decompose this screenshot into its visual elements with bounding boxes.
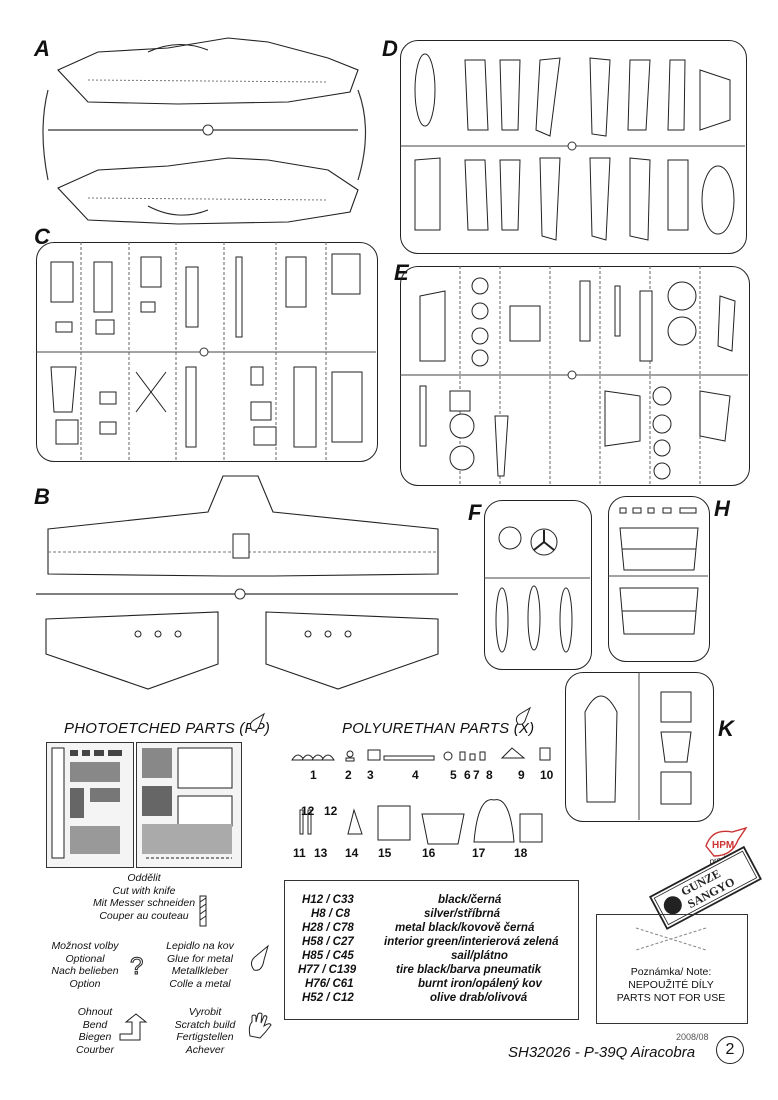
photoetch-fret-1-detail	[51, 747, 122, 859]
question-mark-icon: ?	[130, 953, 144, 981]
paint-code: H28 / C78	[302, 922, 354, 934]
symbol-glue-text: Lepidlo na kov Glue for metal Metallkleb…	[166, 940, 234, 990]
bend-arrow-icon	[119, 1013, 148, 1041]
paint-name: sail/plátno	[451, 950, 508, 962]
resin-part-number: 12	[324, 804, 338, 818]
resin-part-number: 13	[314, 846, 328, 860]
resin-part-number: 4	[412, 768, 419, 782]
not-for-use-cross	[635, 927, 707, 951]
resin-part-number: 10	[540, 768, 554, 782]
paint-name: olive drab/olivová	[430, 992, 528, 1004]
resin-part-number: 14	[345, 846, 359, 860]
paint-code: H76/ C61	[305, 978, 354, 990]
sprue-c-parts	[36, 242, 376, 460]
sprue-e	[400, 266, 750, 486]
sprue-f-parts	[484, 526, 590, 653]
resin-part-number: 16	[422, 846, 436, 860]
page-number: 2	[716, 1036, 744, 1064]
resin-part-number: 8	[486, 768, 493, 782]
paint-code: H8 / C8	[311, 908, 350, 920]
footer-title: SH32026 - P-39Q Airacobra	[508, 1044, 696, 1061]
paint-table	[284, 880, 579, 1020]
resin-part-number: 9	[518, 768, 525, 782]
paint-name: black/černá	[438, 894, 502, 906]
symbol-scratch-text: Vyrobit Scratch build Fertigstellen Ache…	[174, 1006, 236, 1056]
note-line2: PARTS NOT FOR USE	[616, 992, 726, 1004]
paint-name: burnt iron/opálený kov	[418, 978, 542, 990]
resin-part-number: 5	[450, 768, 457, 782]
symbol-cut-text: Oddělit Cut with knife Mit Messer schnei…	[92, 872, 196, 922]
resin-part-number: 11	[293, 846, 306, 860]
sprue-h	[608, 496, 710, 662]
paint-code: H52 / C12	[302, 992, 354, 1004]
photoetch-fret-2-detail	[142, 747, 233, 859]
gunze-sangyo-logo: GUNZE SANGYO	[649, 845, 762, 930]
sprue-a-drawing	[42, 37, 367, 225]
resin-part-number: 7	[473, 768, 480, 782]
paint-name: interior green/interierová zelená	[384, 936, 559, 948]
sprue-label-b: B	[34, 484, 50, 509]
svg-text:?: ?	[130, 953, 143, 980]
resin-part-number: 1	[310, 768, 317, 782]
glue-icon	[250, 944, 269, 971]
paint-code: H77 / C139	[298, 964, 357, 976]
sprue-label-f: F	[468, 500, 482, 525]
resin-part-number: 2	[345, 768, 352, 782]
note-block: Poznámka/ Note: NEPOUŽITÉ DÍLY PARTS NOT…	[596, 966, 746, 1005]
sprue-a	[28, 30, 376, 236]
resin-part-number: 17	[472, 846, 486, 860]
paint-code: H12 / C33	[302, 894, 354, 906]
symbol-bend-text: Ohnout Bend Biegen Courber	[76, 1006, 114, 1056]
resin-part-number: 12	[301, 804, 315, 818]
sprue-label-h: H	[714, 496, 730, 521]
hpm-logo-text: HPM	[712, 840, 734, 851]
paint-name: silver/stříbrná	[424, 908, 501, 920]
note-title: Poznámka/ Note:	[630, 966, 712, 978]
sprue-b	[28, 474, 468, 704]
paint-code: H58 / C27	[302, 936, 354, 948]
paint-name: tire black/barva pneumatik	[396, 964, 542, 976]
note-line1: NEPOUŽITÉ DÍLY	[628, 979, 714, 991]
resin-part-number: 15	[378, 846, 392, 860]
paint-code: H85 / C45	[302, 950, 354, 962]
not-for-use-box	[596, 914, 748, 1024]
glue-drop-icon	[249, 712, 266, 731]
sprue-label-a: A	[34, 36, 50, 61]
sprue-label-d: D	[382, 36, 398, 61]
resin-part-number: 18	[514, 846, 528, 860]
sprue-e-parts	[400, 266, 748, 484]
sprue-k-parts	[584, 672, 692, 820]
symbol-optional-text: Možnost volby Optional Nach belieben Opt…	[51, 940, 119, 990]
hand-icon	[248, 1012, 272, 1039]
sprue-d	[400, 40, 747, 254]
sprue-b-drawing	[36, 475, 458, 690]
photoetched-heading: PHOTOETCHED PARTS (PP)	[64, 720, 271, 737]
sprue-h-parts	[608, 507, 708, 635]
glue-drop-icon-2	[515, 706, 532, 725]
knife-icon	[199, 895, 207, 927]
sprue-d-parts	[400, 53, 745, 241]
paint-name: metal black/kovově černá	[395, 922, 535, 934]
polyurethan-heading: POLYURETHAN PARTS (X)	[342, 720, 535, 737]
resin-part-number: 3	[367, 768, 374, 782]
footer-date: 2008/08	[676, 1032, 709, 1042]
sprue-f	[484, 500, 592, 670]
sprue-label-k: K	[718, 716, 734, 741]
resin-part-number: 6	[464, 768, 471, 782]
resin-parts-drawing	[291, 747, 551, 845]
